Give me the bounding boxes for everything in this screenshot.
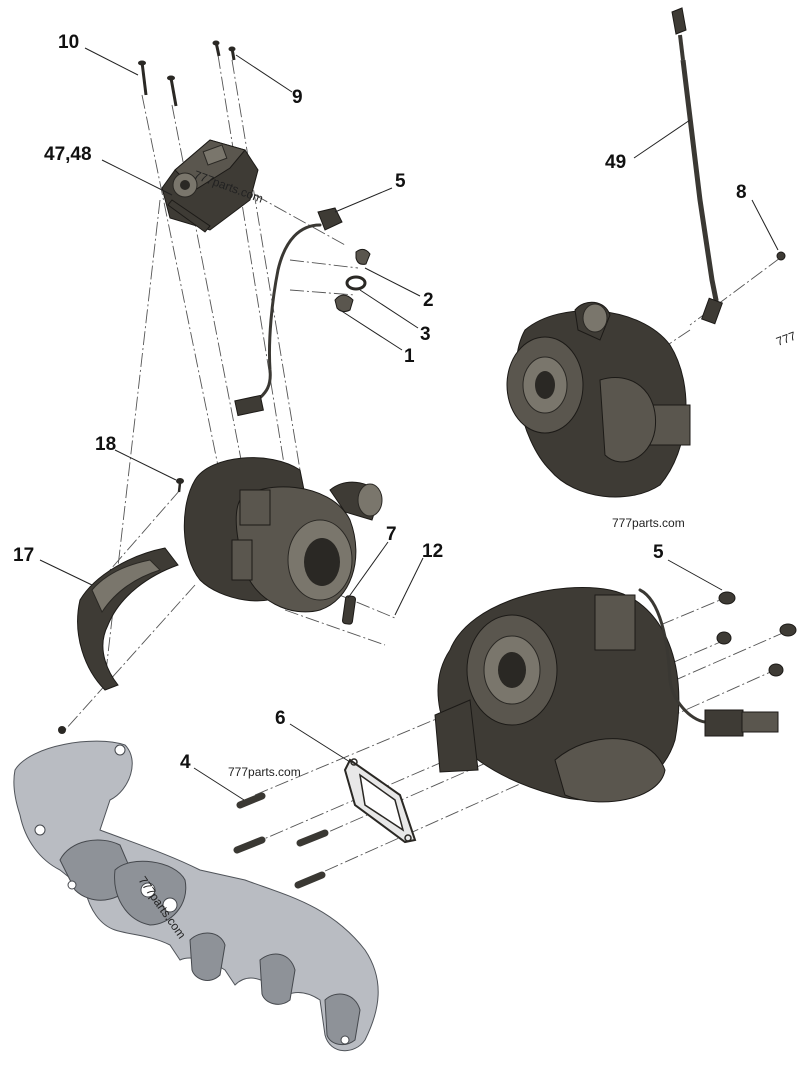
- watermark-gasket: 777parts.com: [228, 765, 301, 779]
- actuator-part-47-48: [161, 139, 259, 233]
- exhaust-manifold: [13, 740, 379, 1052]
- heat-shield-part-17: [77, 547, 179, 691]
- callout-labels: 10 9 47,48 5 2 3 1 18 17 7 12 5 6 4 49 8: [13, 32, 747, 773]
- studs-part-4: [233, 792, 329, 889]
- callout-8: 8: [736, 182, 747, 203]
- bolts-part-10: [138, 60, 178, 107]
- callout-49: 49: [605, 152, 626, 173]
- turbocharger-upper-right: [506, 301, 691, 498]
- callout-12: 12: [422, 541, 443, 562]
- nut-part-8: [776, 251, 786, 261]
- callout-1: 1: [404, 346, 415, 367]
- clip-part-1: [334, 294, 354, 313]
- leader-lines: [39, 47, 779, 801]
- clip-part-3: [345, 275, 367, 291]
- callout-9: 9: [292, 87, 303, 108]
- turbocharger-lower-right: [434, 587, 779, 803]
- watermark-turbo-right: 777parts.com: [612, 516, 685, 530]
- callout-17: 17: [13, 545, 34, 566]
- callout-5-upper: 5: [395, 171, 406, 192]
- turbocharger-center: [183, 457, 383, 613]
- nuts-part-5: [716, 591, 797, 677]
- clip-part-2: [355, 248, 371, 265]
- callout-18: 18: [95, 434, 116, 455]
- bolt-part-18: [176, 478, 184, 493]
- callout-6: 6: [275, 708, 286, 729]
- speed-sensor-part-5: [234, 207, 343, 417]
- stud-part-7: [341, 595, 357, 625]
- temperature-sensor-part-49: [671, 7, 723, 325]
- gasket-part-6: [343, 758, 417, 844]
- callout-5-lower: 5: [653, 542, 664, 563]
- callout-3: 3: [420, 324, 431, 345]
- bolts-part-9: [212, 40, 236, 61]
- callout-7: 7: [386, 524, 397, 545]
- callout-47-48: 47,48: [44, 144, 92, 165]
- callout-2: 2: [423, 290, 434, 311]
- watermark-edge: 777: [774, 329, 798, 349]
- callout-4: 4: [180, 752, 191, 773]
- callout-10: 10: [58, 32, 79, 53]
- bolt-lower-left: [58, 726, 66, 734]
